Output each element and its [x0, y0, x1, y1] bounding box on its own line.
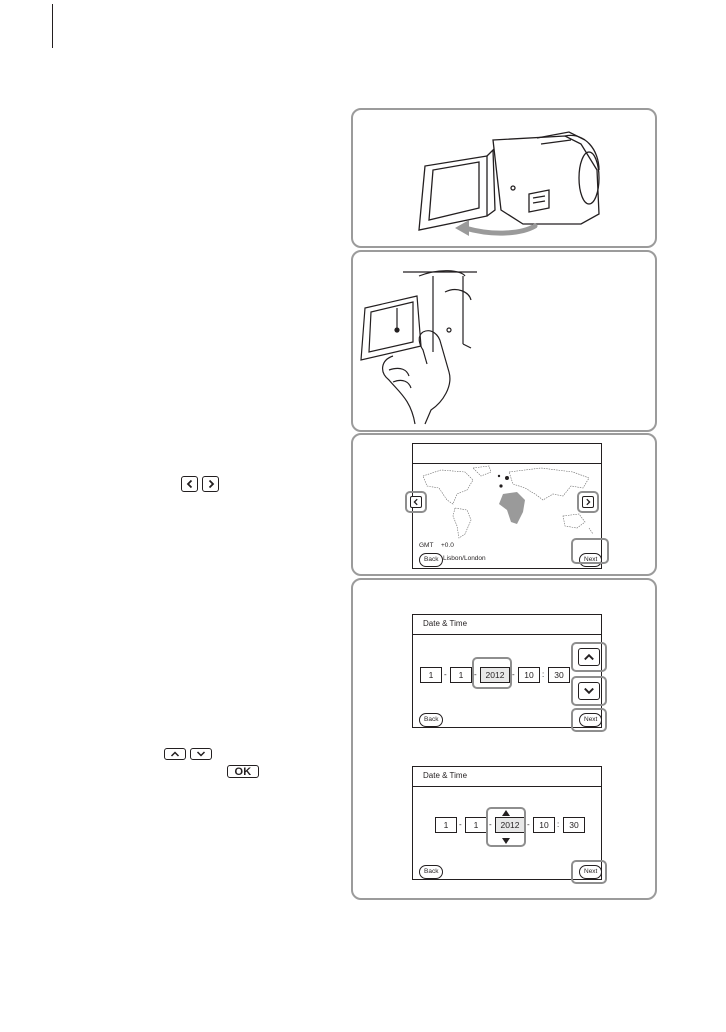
down-highlight [571, 676, 607, 706]
camcorder-illustration [418, 131, 600, 236]
month-field[interactable]: 1 [420, 667, 442, 683]
gmt-label: GMT [419, 542, 434, 549]
hour-field[interactable]: 10 [518, 667, 540, 683]
dash-separator: - [489, 820, 492, 829]
day-field[interactable]: 1 [450, 667, 472, 683]
dash-separator: - [527, 820, 530, 829]
down-arrow-key [190, 748, 212, 760]
screen-up-button[interactable] [578, 648, 600, 666]
chevron-right-icon [208, 479, 214, 489]
dash-separator: - [444, 670, 447, 679]
month-field[interactable]: 1 [435, 817, 457, 833]
next-highlight [571, 860, 607, 884]
spinner-down-icon [502, 838, 510, 844]
panel-open-monitor [351, 108, 657, 248]
dash-separator: - [474, 670, 477, 679]
up-arrow-key [164, 748, 186, 760]
dash-separator: - [459, 820, 462, 829]
world-map-screen: GMT +0.0 Back Lisbon/London Next [412, 443, 603, 569]
date-time-title-2: Date & Time [413, 767, 601, 787]
time-separator: : [557, 820, 560, 829]
date-time-screen-2: Date & Time 1 - 1 - 2012 - 10 : 30 Back … [412, 766, 603, 880]
up-highlight [571, 642, 607, 672]
date-time-title-1: Date & Time [413, 615, 601, 635]
right-arrow-highlight [577, 491, 599, 513]
screen-right-button[interactable] [582, 496, 594, 508]
time-separator: : [542, 670, 545, 679]
next-button[interactable]: Next [579, 713, 603, 727]
chevron-down-icon [196, 751, 206, 757]
left-arrow-key [181, 476, 198, 492]
year-highlight [472, 657, 512, 689]
date-time-screen-1: Date & Time 1 - 1 - 2012 - 10 : 30 Back … [412, 614, 603, 728]
screen-down-button[interactable] [578, 682, 600, 700]
next-highlight [571, 538, 609, 564]
chevron-down-icon [584, 687, 594, 695]
left-arrow-highlight [405, 491, 427, 513]
back-button[interactable]: Back [419, 865, 444, 879]
panel-date-time: Date & Time 1 - 1 - 2012 - 10 : 30 Back … [351, 578, 657, 900]
next-button[interactable]: Next [579, 865, 603, 879]
minute-field[interactable]: 30 [563, 817, 585, 833]
minute-field[interactable]: 30 [548, 667, 570, 683]
world-map-title-bar [413, 444, 601, 464]
panel-area-set: GMT +0.0 Back Lisbon/London Next [351, 433, 657, 576]
back-button[interactable]: Back [419, 553, 444, 567]
touch-illustration [360, 270, 477, 425]
year-field[interactable]: 2012 [480, 667, 510, 683]
spinner-up-icon [502, 810, 510, 816]
chevron-up-icon [584, 653, 594, 661]
top-rule [52, 4, 53, 48]
hour-field[interactable]: 10 [533, 817, 555, 833]
next-highlight [571, 708, 607, 732]
chevron-right-icon [586, 498, 591, 506]
right-arrow-key [202, 476, 219, 492]
gmt-offset: +0.0 [441, 542, 454, 549]
city-name: Lisbon/London [443, 555, 486, 562]
world-map [422, 465, 594, 539]
screen-left-button[interactable] [410, 496, 422, 508]
ok-key: OK [227, 765, 259, 778]
year-spinner-highlight [486, 807, 526, 847]
panel-touch-screen [351, 250, 657, 432]
dash-separator: - [512, 670, 515, 679]
back-button[interactable]: Back [419, 713, 444, 727]
chevron-up-icon [170, 751, 180, 757]
chevron-left-icon [186, 479, 192, 489]
day-field[interactable]: 1 [465, 817, 487, 833]
chevron-left-icon [413, 498, 418, 506]
